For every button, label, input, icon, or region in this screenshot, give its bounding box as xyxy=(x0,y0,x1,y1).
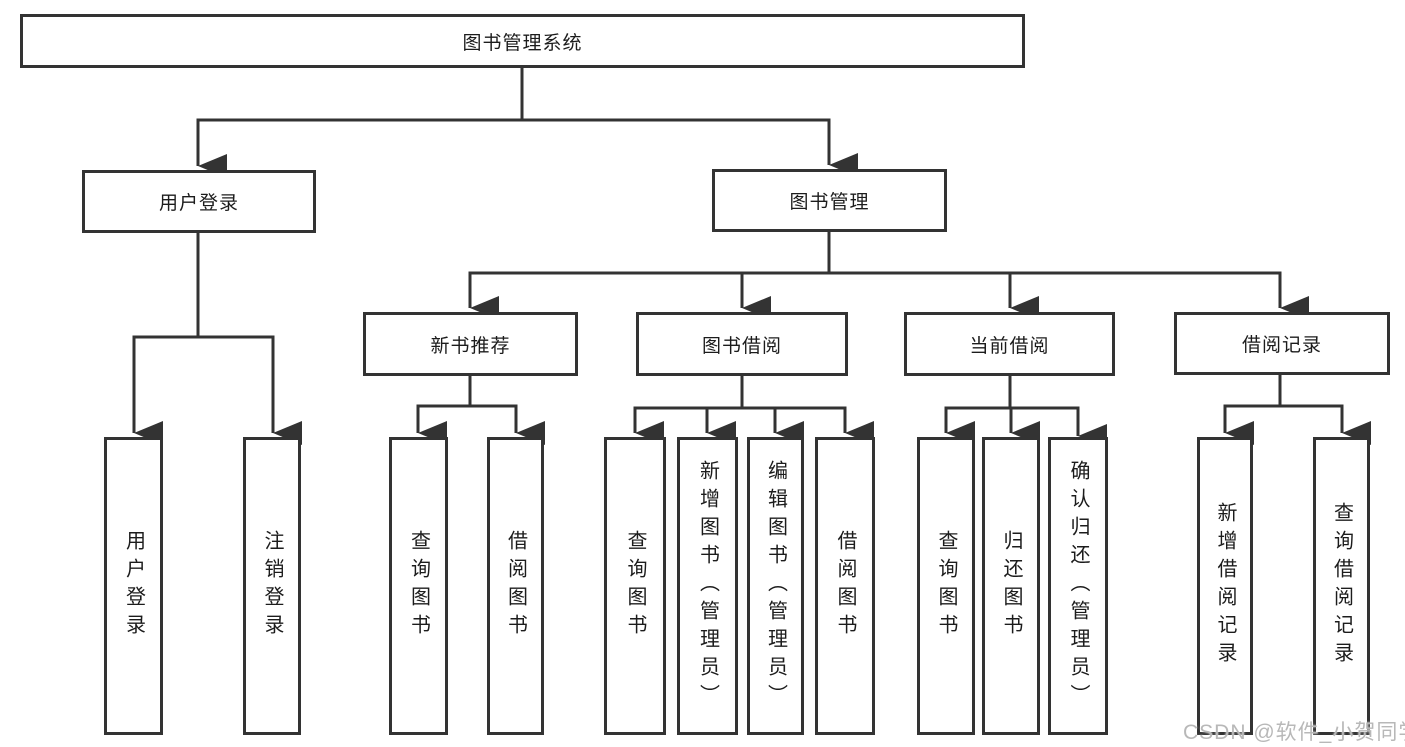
leaf-label: 查询图书 xyxy=(624,530,646,642)
leaf-add-borrow-record: 新增借阅记录 xyxy=(1197,437,1253,735)
connector-path xyxy=(132,66,1344,410)
leaf-label: 查询图书 xyxy=(407,530,430,642)
leaf-return-books: 归还图书 xyxy=(982,437,1040,735)
node-new-book-recommend: 新书推荐 xyxy=(363,312,578,376)
leaf-borrow-books-borrowing: 借阅图书 xyxy=(815,437,875,735)
leaf-label: 用户登录 xyxy=(122,530,145,642)
leaf-add-books-admin: 新增图书（管理员） xyxy=(677,437,738,735)
node-root-system: 图书管理系统 xyxy=(20,14,1025,68)
leaf-user-login: 用户登录 xyxy=(104,437,163,735)
leaf-label: 注销登录 xyxy=(261,530,283,642)
node-book-management-module: 图书管理 xyxy=(712,169,947,232)
node-book-borrowing: 图书借阅 xyxy=(636,312,848,376)
leaf-label: 借阅图书 xyxy=(834,530,856,642)
node-borrow-records: 借阅记录 xyxy=(1174,312,1390,375)
leaf-logout: 注销登录 xyxy=(243,437,301,735)
leaf-query-books-current: 查询图书 xyxy=(917,437,975,735)
leaf-label: 查询图书 xyxy=(935,530,957,642)
leaf-label: 确认归还（管理员） xyxy=(1067,460,1089,712)
leaf-label: 新增借阅记录 xyxy=(1214,502,1236,670)
leaf-label: 编辑图书（管理员） xyxy=(764,460,787,712)
csdn-watermark: CSDN @软件_小贺同学 xyxy=(1183,721,1405,744)
leaf-query-books-recommend: 查询图书 xyxy=(389,437,448,735)
leaf-label: 借阅图书 xyxy=(504,530,527,642)
leaf-label: 查询借阅记录 xyxy=(1330,502,1353,670)
leaf-query-books-borrowing: 查询图书 xyxy=(604,437,666,735)
leaf-label: 新增图书（管理员） xyxy=(696,460,719,712)
leaf-borrow-books-recommend: 借阅图书 xyxy=(487,437,544,735)
leaf-label: 归还图书 xyxy=(1000,530,1022,642)
node-current-borrowing: 当前借阅 xyxy=(904,312,1115,376)
leaf-query-borrow-record: 查询借阅记录 xyxy=(1313,437,1370,735)
leaf-edit-books-admin: 编辑图书（管理员） xyxy=(747,437,804,735)
leaf-confirm-return-admin: 确认归还（管理员） xyxy=(1048,437,1108,735)
node-user-login-module: 用户登录 xyxy=(82,170,316,233)
